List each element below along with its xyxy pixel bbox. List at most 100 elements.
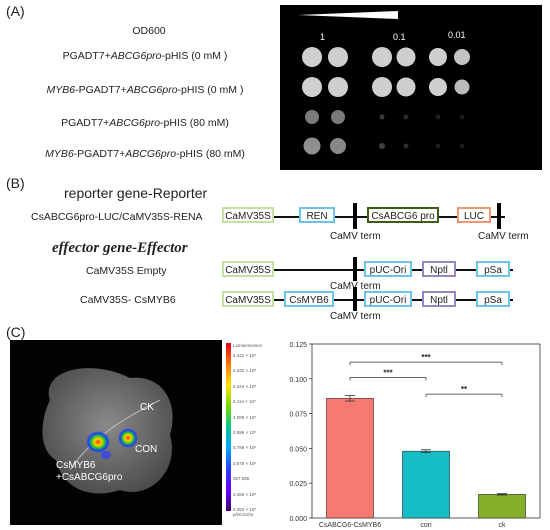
scale-value-label: 3.353 × 10⁵ (233, 507, 257, 512)
reporter-title: reporter gene-Reporter (64, 185, 208, 201)
yeast-colony (328, 47, 348, 67)
y-tick-label: 0.125 (289, 342, 307, 349)
puc-ori-box-empty: pUC-Ori (364, 261, 412, 277)
bar-ck (478, 494, 526, 519)
scale-value-label: 4.006 × 10⁵ (233, 414, 257, 420)
reporter-construct-label: CsABCG6pro-LUC/CaMV35S-RENA (31, 211, 203, 223)
yeast-colony (435, 143, 441, 149)
yeast-colony (305, 110, 319, 124)
yeast-colony (396, 77, 416, 97)
bar-con (402, 450, 450, 519)
leaf-vein (69, 399, 161, 471)
dilution-wedge (298, 11, 398, 19)
scale-value-label: 4.114 × 10⁵ (233, 399, 256, 405)
terminator-mark-3 (353, 257, 357, 281)
dilution-1: 1 (320, 32, 325, 42)
scale-value-label: 357,065 (233, 476, 250, 482)
camv-term-label-3: CaMV term (330, 281, 381, 292)
y-tick-label: 0.075 (289, 412, 307, 419)
panel-b-label: (B) (6, 175, 25, 191)
dilution-0-01: 0.01 (448, 30, 466, 40)
luminescence-leaf-image: CK CON CsMYB6 +CsABCG6pro (10, 340, 222, 525)
yeast-colony (403, 143, 409, 149)
yeast-colony (379, 114, 385, 120)
nptl-box-myb: Nptl (422, 291, 456, 307)
nptl-box-empty: Nptl (422, 261, 456, 277)
camv35s-box-reporter: CaMV35S (222, 207, 274, 223)
y-tick-label: 0.050 (289, 446, 307, 453)
row-label-3: PGADT7+ABCG6pro-pHIS (80 mM) (61, 117, 229, 129)
yeast-colony (454, 79, 470, 95)
luc-box: LUC (457, 207, 491, 223)
csabcg6pro-box: CsABCG6 pro (367, 207, 439, 223)
ck-label: CK (140, 402, 154, 413)
camv-term-label-2: CaMV term (478, 231, 529, 242)
scale-value-label: 3.460 × 10⁵ (233, 491, 257, 497)
yeast-colony (379, 143, 385, 149)
x-tick-label: CsABCG6-CsMYB6 (319, 522, 381, 529)
yeast-colony (459, 143, 465, 149)
yeast-colony (435, 114, 441, 120)
significance-label: *** (421, 353, 431, 362)
ren-box: REN (299, 207, 335, 223)
yeast-colony (303, 137, 321, 155)
test-label-line1: CsMYB6 (56, 460, 96, 471)
yeast-colony (396, 47, 416, 67)
luminescence-spot-3 (101, 451, 111, 459)
dilution-0-1: 0.1 (393, 32, 406, 42)
puc-ori-box-myb: pUC-Ori (364, 291, 412, 307)
od600-header: OD600 (132, 25, 166, 37)
scale-value-label: 4.332 × 10⁵ (233, 368, 257, 374)
yeast-colony (372, 77, 392, 97)
yeast-colony (328, 77, 348, 97)
con-label: CON (135, 444, 157, 455)
csmyb6-box: CsMYB6 (284, 291, 334, 307)
reporter-backbone (225, 216, 505, 218)
yeast-colony (302, 77, 322, 97)
row-label-2: MYB6-PGADT7+ABCG6pro-pHIS (0 mM ) (46, 84, 244, 96)
x-tick-label: ck (499, 522, 507, 529)
terminator-mark-4 (353, 287, 357, 311)
significance-label: ** (461, 385, 468, 394)
terminator-mark-1 (353, 203, 357, 229)
yeast-colony (429, 78, 447, 96)
scale-unit: p/s/cm2/sr (233, 512, 254, 517)
camv35s-box-empty: CaMV35S (222, 261, 274, 277)
significance-label: *** (383, 368, 393, 377)
panel-c-label: (C) (6, 324, 26, 340)
yeast-colony (403, 114, 409, 120)
yeast-colony (331, 110, 345, 124)
yeast-colonies-image: 1 0.1 0.01 (298, 11, 470, 155)
myb-construct-label: CaMV35S- CsMYB6 (80, 294, 176, 306)
yeast-plate-photo: 1 0.1 0.01 (280, 5, 542, 170)
camv-term-label-1: CaMV term (330, 231, 381, 242)
yeast-colony (330, 138, 346, 154)
yeast-colony (372, 47, 392, 67)
yeast-colony (454, 49, 470, 65)
row-label-1: PGADT7+ABCG6pro-pHIS (0 mM ) (62, 50, 228, 62)
camv35s-box-myb: CaMV35S (222, 291, 274, 307)
y-tick-label: 0.025 (289, 481, 307, 488)
scale-value-label: 3.789 × 10⁵ (233, 445, 257, 451)
panel-a-label: (A) (6, 3, 25, 19)
yeast-colony (429, 48, 447, 66)
camv-term-label-4: CaMV term (330, 311, 381, 322)
terminator-mark-2 (497, 203, 501, 229)
y-tick-label: 0.100 (289, 377, 307, 384)
scale-value-label: 4.442 × 10⁵ (233, 353, 257, 358)
psa-box-empty: pSa (476, 261, 510, 277)
scale-title: Luminescence (233, 343, 263, 348)
row-label-4: MYB6-PGADT7+ABCG6pro-pHIS (80 mM) (45, 148, 245, 160)
luminescence-spot-1 (86, 431, 110, 453)
luciferase-bar-chart: 0.000 0.025 0.050 0.075 0.100 0.125CsABCG6-Cs… (289, 342, 541, 529)
yeast-colony (302, 47, 322, 67)
bar-csabcg6-csmyb6 (326, 397, 374, 519)
scale-value-label: 4.224 × 10⁵ (233, 383, 257, 389)
effector-title: effector gene-Effector (52, 240, 188, 256)
test-label-line2: +CsABCG6pro (56, 472, 123, 483)
y-tick-label: 0.000 (289, 516, 307, 523)
x-tick-label: con (420, 522, 431, 529)
scale-value-label: 3.896 × 10⁵ (233, 430, 257, 435)
psa-box-myb: pSa (476, 291, 510, 307)
leaf-image-drawing: CK CON CsMYB6 +CsABCG6pro (42, 368, 173, 494)
